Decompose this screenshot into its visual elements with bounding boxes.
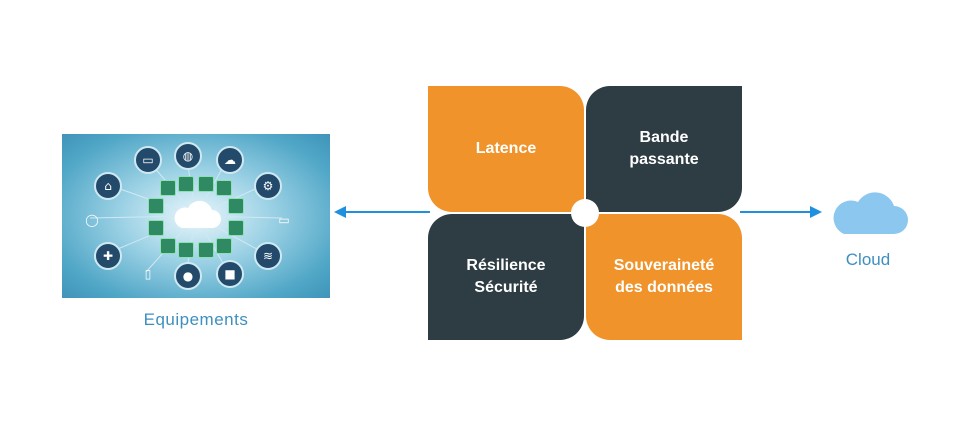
globe-icon: ◍ xyxy=(174,142,202,170)
tile-bande-passante: Bande passante xyxy=(586,86,742,212)
arrow-left-head xyxy=(334,206,346,218)
center-dot xyxy=(571,199,599,227)
gear-icon: ⚙ xyxy=(254,172,282,200)
cloud-icon xyxy=(833,192,908,234)
circuit-chip xyxy=(160,238,176,254)
circuit-chip xyxy=(160,180,176,196)
circuit-chip xyxy=(198,242,214,258)
chip-icon: ■ xyxy=(216,260,244,288)
tile-latence: Latence xyxy=(428,86,584,212)
circuit-chip xyxy=(228,220,244,236)
cloud-icon: ☁ xyxy=(216,146,244,174)
tv-icon: ▭ xyxy=(278,213,290,227)
lightbulb-icon: ◯ xyxy=(85,213,99,227)
wifi-icon: ≋ xyxy=(254,242,282,270)
tile-souverainete: Souveraineté des données xyxy=(586,214,742,340)
central-cloud-icon xyxy=(174,200,221,228)
circuit-chip xyxy=(198,176,214,192)
cloud-label: Cloud xyxy=(845,250,891,269)
circuit-chip xyxy=(228,198,244,214)
monitor-icon: ▭ xyxy=(134,146,162,174)
circuit-chip xyxy=(148,198,164,214)
connection-arrows xyxy=(334,206,822,218)
tile-resilience-securite: Résilience Sécurité xyxy=(428,214,584,340)
user-icon: ● xyxy=(174,262,202,290)
arrow-right-head xyxy=(810,206,822,218)
circuit-chip xyxy=(178,242,194,258)
circuit-chip xyxy=(178,176,194,192)
phone-icon: ▯ xyxy=(144,267,152,281)
circuit-chip xyxy=(216,180,232,196)
devices-illustration: ▭ ◍ ☁ ⌂ ⚙ ◯ ▭ ✚ ≋ ▯ ● ■ xyxy=(62,134,330,298)
equipements-label: Equipements xyxy=(143,310,249,329)
circuit-chip xyxy=(216,238,232,254)
gamepad-icon: ✚ xyxy=(94,242,122,270)
circuit-chip xyxy=(148,220,164,236)
home-icon: ⌂ xyxy=(94,172,122,200)
